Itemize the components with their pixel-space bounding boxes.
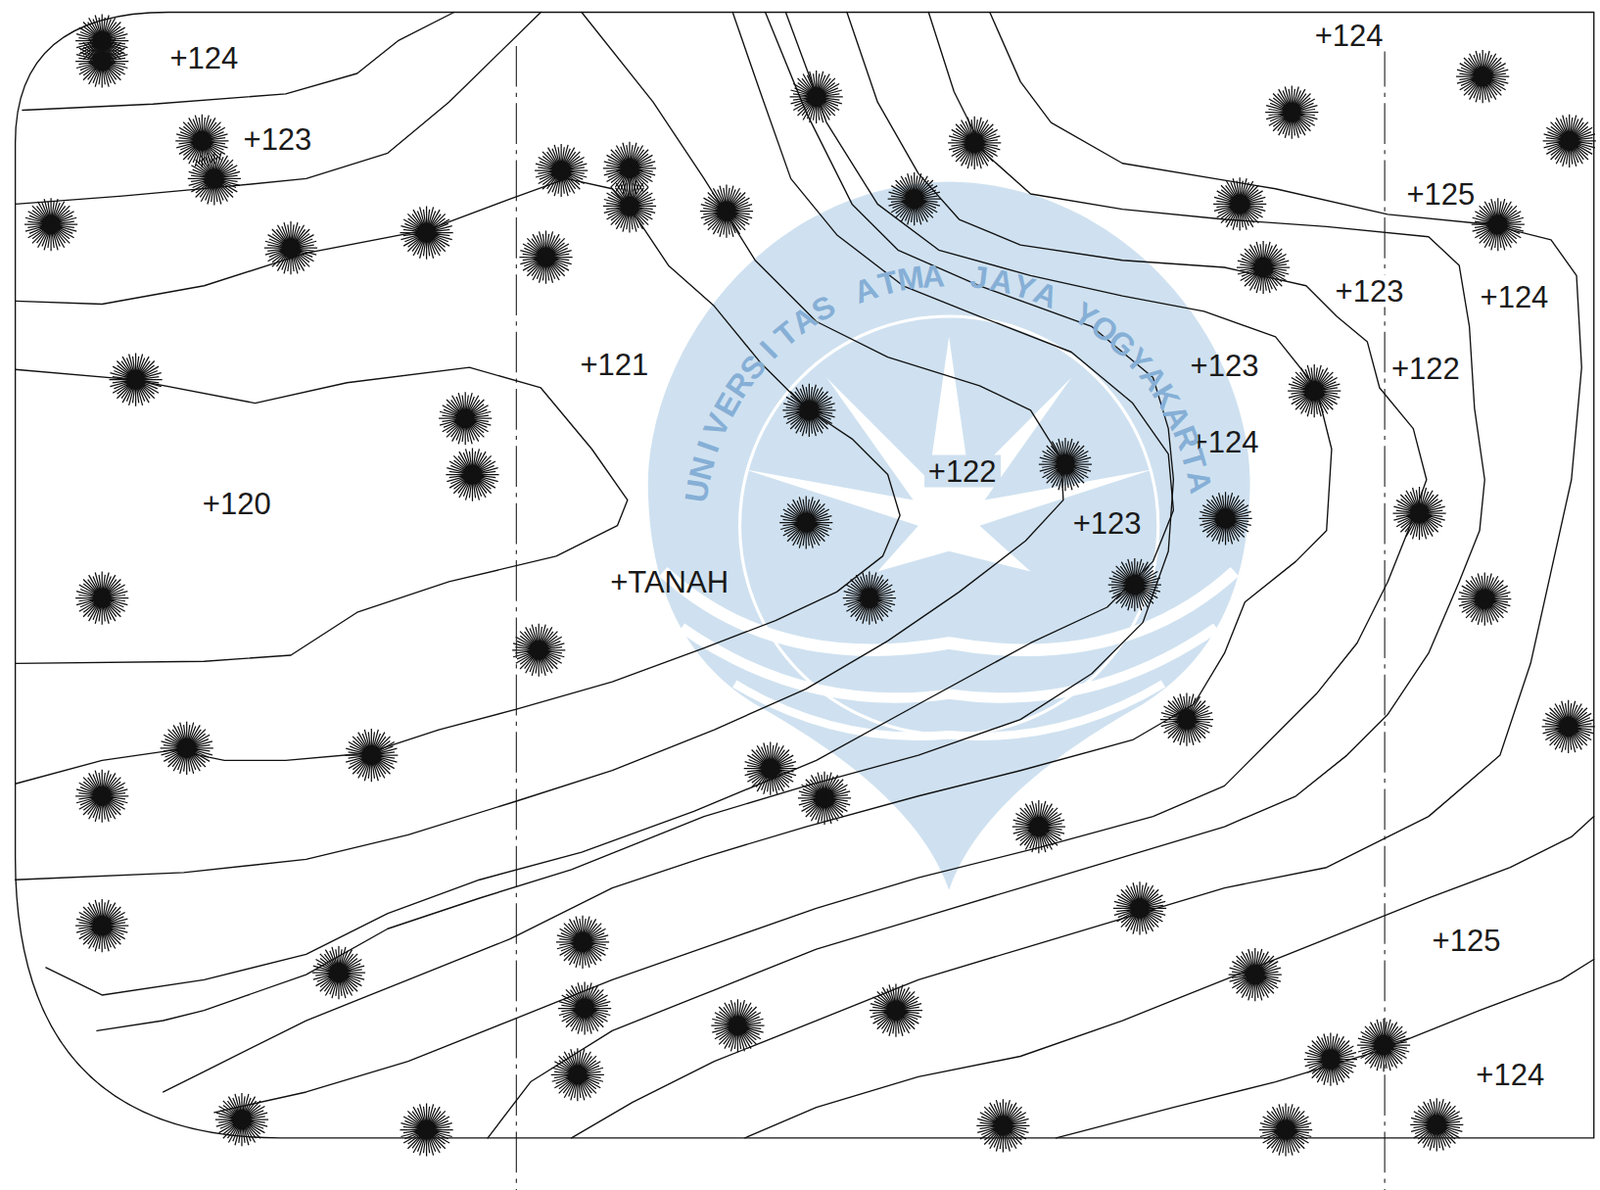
elevation-label: +122 — [1387, 352, 1464, 385]
tree-group — [24, 14, 1597, 1157]
tree-symbol — [215, 1092, 269, 1146]
elevation-label: +122 — [924, 455, 1001, 488]
contour-line — [15, 367, 628, 663]
tree-symbol — [518, 230, 572, 283]
tree-symbol — [400, 205, 454, 259]
tree-symbol — [512, 623, 565, 677]
contour-line — [15, 12, 542, 205]
contour-line — [571, 12, 1583, 1138]
tree-symbol — [1542, 700, 1596, 753]
tree-symbol — [1259, 1102, 1313, 1156]
tree-symbol — [1543, 114, 1597, 168]
tree-symbol — [700, 185, 753, 238]
tree-symbol — [160, 721, 214, 775]
watermark-letter — [834, 282, 855, 315]
tree-symbol — [790, 70, 844, 124]
tree-symbol — [1236, 240, 1290, 294]
elevation-label: +123 — [1186, 349, 1264, 382]
contour-line — [163, 12, 1332, 1092]
tree-symbol — [1392, 486, 1446, 540]
tree-symbol — [1108, 558, 1162, 612]
elevation-label: +125 — [1428, 923, 1506, 956]
tree-symbol — [843, 571, 896, 625]
elevation-label: +120 — [198, 486, 276, 519]
tree-symbol — [75, 769, 129, 823]
tree-symbol — [710, 998, 764, 1052]
tree-symbol — [779, 495, 833, 549]
tree-symbol — [888, 172, 942, 226]
tree-symbol — [1304, 1033, 1358, 1086]
watermark-letter: A — [920, 259, 945, 292]
watermark-letter: J — [968, 260, 989, 294]
contour-line — [96, 12, 1174, 1032]
tree-symbol — [1113, 881, 1167, 935]
contour-line — [1056, 959, 1595, 1138]
tree-symbol — [75, 34, 129, 88]
elevation-label: +123 — [1069, 506, 1146, 539]
tree-symbol — [1160, 693, 1214, 747]
watermark-letter: I — [692, 436, 725, 456]
tree-symbol — [188, 151, 241, 205]
tree-symbol — [1287, 364, 1341, 418]
watermark-letter — [950, 259, 961, 291]
tree-symbol — [109, 353, 163, 407]
tree-symbol — [1265, 86, 1318, 140]
elevation-label: +121 — [575, 348, 653, 381]
tree-symbol — [1012, 800, 1066, 853]
tree-symbol — [534, 143, 588, 197]
elevation-label: +124 — [1311, 19, 1388, 52]
tree-symbol — [1198, 491, 1252, 545]
contour-line — [15, 178, 900, 784]
tree-symbol — [603, 179, 657, 233]
tree-symbol — [344, 728, 398, 782]
tree-symbol — [556, 915, 610, 969]
tree-symbol — [1357, 1018, 1411, 1072]
tree-symbol — [1038, 437, 1092, 491]
tree-symbol — [312, 945, 366, 999]
elevation-label: +124 — [165, 42, 242, 75]
tree-symbol — [1410, 1097, 1463, 1151]
watermark-letter: A — [1181, 468, 1218, 497]
tree-symbol — [869, 984, 923, 1037]
tree-symbol — [175, 114, 229, 168]
tree-symbol — [1458, 572, 1511, 626]
tree-symbol — [75, 571, 129, 625]
tree-symbol — [445, 447, 499, 501]
tree-symbol — [1471, 197, 1525, 251]
elevation-label: +123 — [239, 122, 317, 155]
tree-symbol — [947, 116, 1001, 170]
tree-symbol — [1228, 947, 1282, 1001]
tree-symbol — [400, 1102, 454, 1156]
tree-symbol — [782, 383, 836, 437]
elevation-label: +123 — [1331, 274, 1409, 307]
grid-line — [1384, 46, 1386, 1190]
tree-symbol — [75, 898, 129, 952]
tree-symbol — [744, 742, 798, 796]
elevation-label: +125 — [1403, 177, 1480, 210]
tree-symbol — [1456, 49, 1509, 103]
site-boundary — [15, 12, 1595, 1138]
tree-symbol — [264, 221, 318, 275]
watermark-logo — [648, 181, 1251, 890]
tree-symbol — [1213, 177, 1267, 231]
elevation-label: +124 — [1471, 1058, 1549, 1091]
contour-line — [22, 12, 455, 111]
tree-symbol — [558, 981, 612, 1035]
elevation-label: +TANAH — [606, 564, 733, 598]
contour-line — [46, 12, 1175, 995]
tree-symbol — [438, 391, 492, 445]
contour-line — [15, 12, 1064, 881]
contour-line — [487, 12, 1485, 1138]
tree-symbol — [976, 1098, 1030, 1152]
tree-symbol — [24, 197, 78, 251]
tree-symbol — [798, 771, 851, 825]
tree-symbol — [551, 1047, 605, 1101]
elevation-label: +124 — [1476, 281, 1553, 314]
contour-line — [745, 816, 1595, 1138]
